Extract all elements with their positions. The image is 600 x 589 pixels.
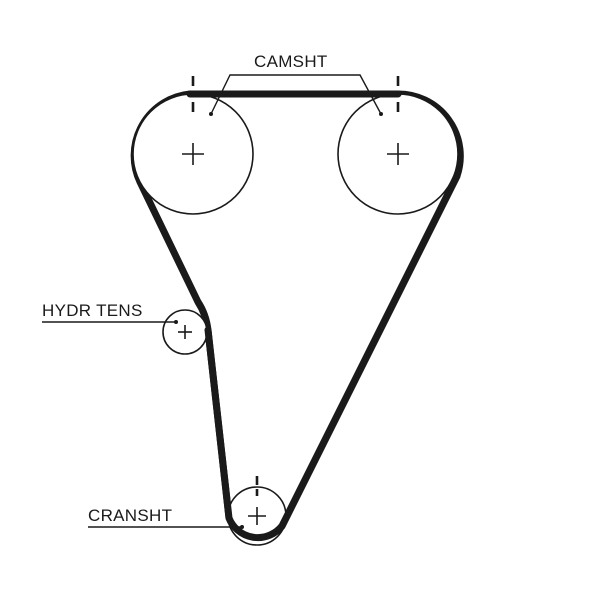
hydraulic-tensioner-pulley (162, 309, 208, 355)
hydraulic-tensioner-pointer-dot (174, 320, 178, 324)
belt-lower-spans (204, 172, 461, 542)
hydraulic-tensioner-label: HYDR TENS (42, 301, 143, 320)
crankshaft-pointer-dot (240, 525, 244, 529)
crankshaft-label: CRANSHT (88, 506, 172, 525)
camshaft-left-pointer-dot (209, 112, 213, 116)
camshaft-right-pointer-dot (379, 112, 383, 116)
camshaft-label: CAMSHT (254, 52, 328, 71)
camshaft-leader-right (337, 74, 382, 115)
camshaft-leader-left (210, 74, 253, 115)
camshaft-pulley-left (132, 93, 254, 215)
